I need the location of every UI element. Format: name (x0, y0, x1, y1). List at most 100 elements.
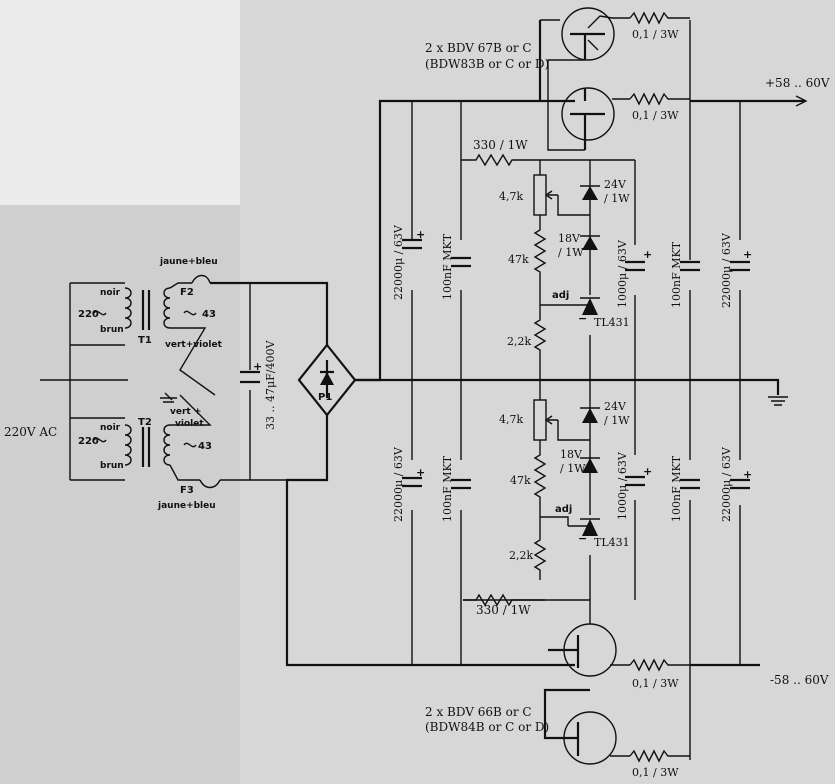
plus-5: + (643, 465, 652, 478)
v220-2: 220 (78, 436, 99, 447)
cap-22000-4 (730, 478, 750, 490)
tl431-bot (582, 519, 598, 536)
z24-top-b: / 1W (604, 192, 630, 205)
adj-top-label: adj (552, 290, 569, 301)
pot-top-wiper (544, 190, 590, 216)
npn-wiring (540, 17, 630, 151)
resistor-330-bot (463, 593, 545, 607)
divider-top (533, 160, 547, 380)
pnp-alt-label: (BDW84B or C or D) (425, 720, 549, 734)
brun-2: brun (100, 461, 124, 471)
c22000-2-label: 22000μ / 63V (720, 232, 733, 308)
cap-1000-1 (625, 260, 645, 272)
v43-1: 43 (202, 309, 216, 320)
plus-7: + (253, 360, 262, 373)
vert-violet-2b: violet (175, 419, 204, 429)
zener-24-bot (582, 408, 598, 423)
vert-violet-2a: vert + (170, 407, 201, 417)
z18-bot-b: / 1W (560, 462, 586, 475)
t2-primary (124, 424, 132, 466)
pnp-pair-label: 2 x BDV 66B or C (425, 705, 532, 719)
cap-100n-3 (451, 478, 471, 490)
npn-2-leads (570, 88, 605, 150)
f2-label: F2 (180, 287, 194, 298)
tl431-top (582, 298, 598, 315)
adj-bot-wire (540, 516, 569, 526)
ac-input-label: 220V AC (4, 425, 57, 439)
c100n-2-label: 100nF MKT (670, 241, 683, 308)
emitter-resistor-4-label: 0,1 / 3W (632, 766, 679, 779)
pnp-2-leads (543, 688, 590, 756)
npn-transistor-1 (561, 7, 615, 61)
t2-secondary (163, 424, 171, 466)
npn-1-leads (538, 20, 605, 101)
c100n-1-label: 100nF MKT (441, 233, 454, 300)
npn-pair-label: 2 x BDV 67B or C (425, 41, 532, 55)
plus-1: + (416, 228, 425, 241)
c100n-4-label: 100nF MKT (670, 455, 683, 522)
cap-22000-2 (730, 260, 750, 272)
t1-primary (124, 287, 132, 329)
zener-18-top (582, 236, 598, 250)
v43-2: 43 (198, 441, 212, 452)
v220-1: 220 (78, 309, 99, 320)
jaune-bleu-2: jaune+bleu (157, 501, 216, 511)
negative-output-label: -58 .. 60V (770, 673, 829, 687)
pot-top-label: 4,7k (499, 190, 523, 203)
t2-core (141, 427, 151, 467)
cap-100n-1 (451, 256, 471, 268)
noir-2: noir (100, 423, 121, 433)
pot-bot-wiper (544, 415, 590, 441)
plus-4: + (416, 466, 425, 479)
c22000-4-label: 22000μ / 63V (720, 446, 733, 522)
zigzag-4 (629, 749, 690, 763)
cap-100n-2 (680, 260, 700, 272)
plus-2: + (643, 248, 652, 261)
r22-bot-label: 2,2k (509, 549, 533, 562)
noir-1: noir (100, 288, 121, 298)
npn-alt-label: (BDW83B or C or D) (425, 57, 549, 71)
r47-bot-label: 47k (510, 474, 531, 487)
jaune-bleu-1: jaune+bleu (159, 257, 218, 267)
cap-22000-3 (402, 476, 422, 488)
c1000-1-label: 1000μ / 63V (616, 239, 629, 308)
c47-label: 33 .. 47μF/400V (264, 340, 277, 430)
zigzag-2 (629, 92, 690, 106)
secondary-crossing (169, 282, 216, 481)
npn-1-ce (587, 15, 613, 51)
ground-rail (355, 378, 780, 395)
arrow-pos (795, 95, 808, 107)
emitter-resistor-1-label: 0,1 / 3W (632, 28, 679, 41)
tl431-top-label: TL431 (594, 316, 630, 329)
positive-output-label: +58 .. 60V (765, 76, 830, 90)
pnp-1-leads (548, 635, 580, 668)
cap-100n-4 (680, 478, 700, 490)
ac-wire-top (210, 281, 329, 345)
c22000-1-label: 22000μ / 63V (392, 224, 405, 300)
secondary-ground (160, 392, 177, 403)
t1-label: T1 (138, 335, 152, 346)
emitter-resistor-2-label: 0,1 / 3W (632, 109, 679, 122)
t1-core (141, 290, 151, 330)
c1000-2-label: 1000μ / 63V (616, 451, 629, 520)
emitter-resistor-3-label: 0,1 / 3W (632, 677, 679, 690)
zigzag-3 (629, 658, 690, 672)
t2-label: T2 (138, 417, 152, 428)
zigzag-1 (629, 11, 690, 25)
primary-wiring (40, 282, 128, 481)
minus-2: − (578, 532, 587, 545)
z24-top-a: 24V (604, 178, 627, 191)
bridge-rectifier (297, 343, 357, 417)
r330-bot-label: 330 / 1W (476, 603, 531, 617)
minus-1: − (578, 312, 587, 325)
tl431-bot-label: TL431 (594, 536, 630, 549)
zener-24-top (582, 186, 598, 200)
z24-bot-b: / 1W (604, 414, 630, 427)
npn-transistor-2 (561, 87, 615, 141)
z18-bot-a: 18V (560, 448, 583, 461)
plus-3: + (743, 248, 752, 261)
z18-top-a: 18V (558, 232, 581, 245)
z18-top-b: / 1W (558, 246, 584, 259)
